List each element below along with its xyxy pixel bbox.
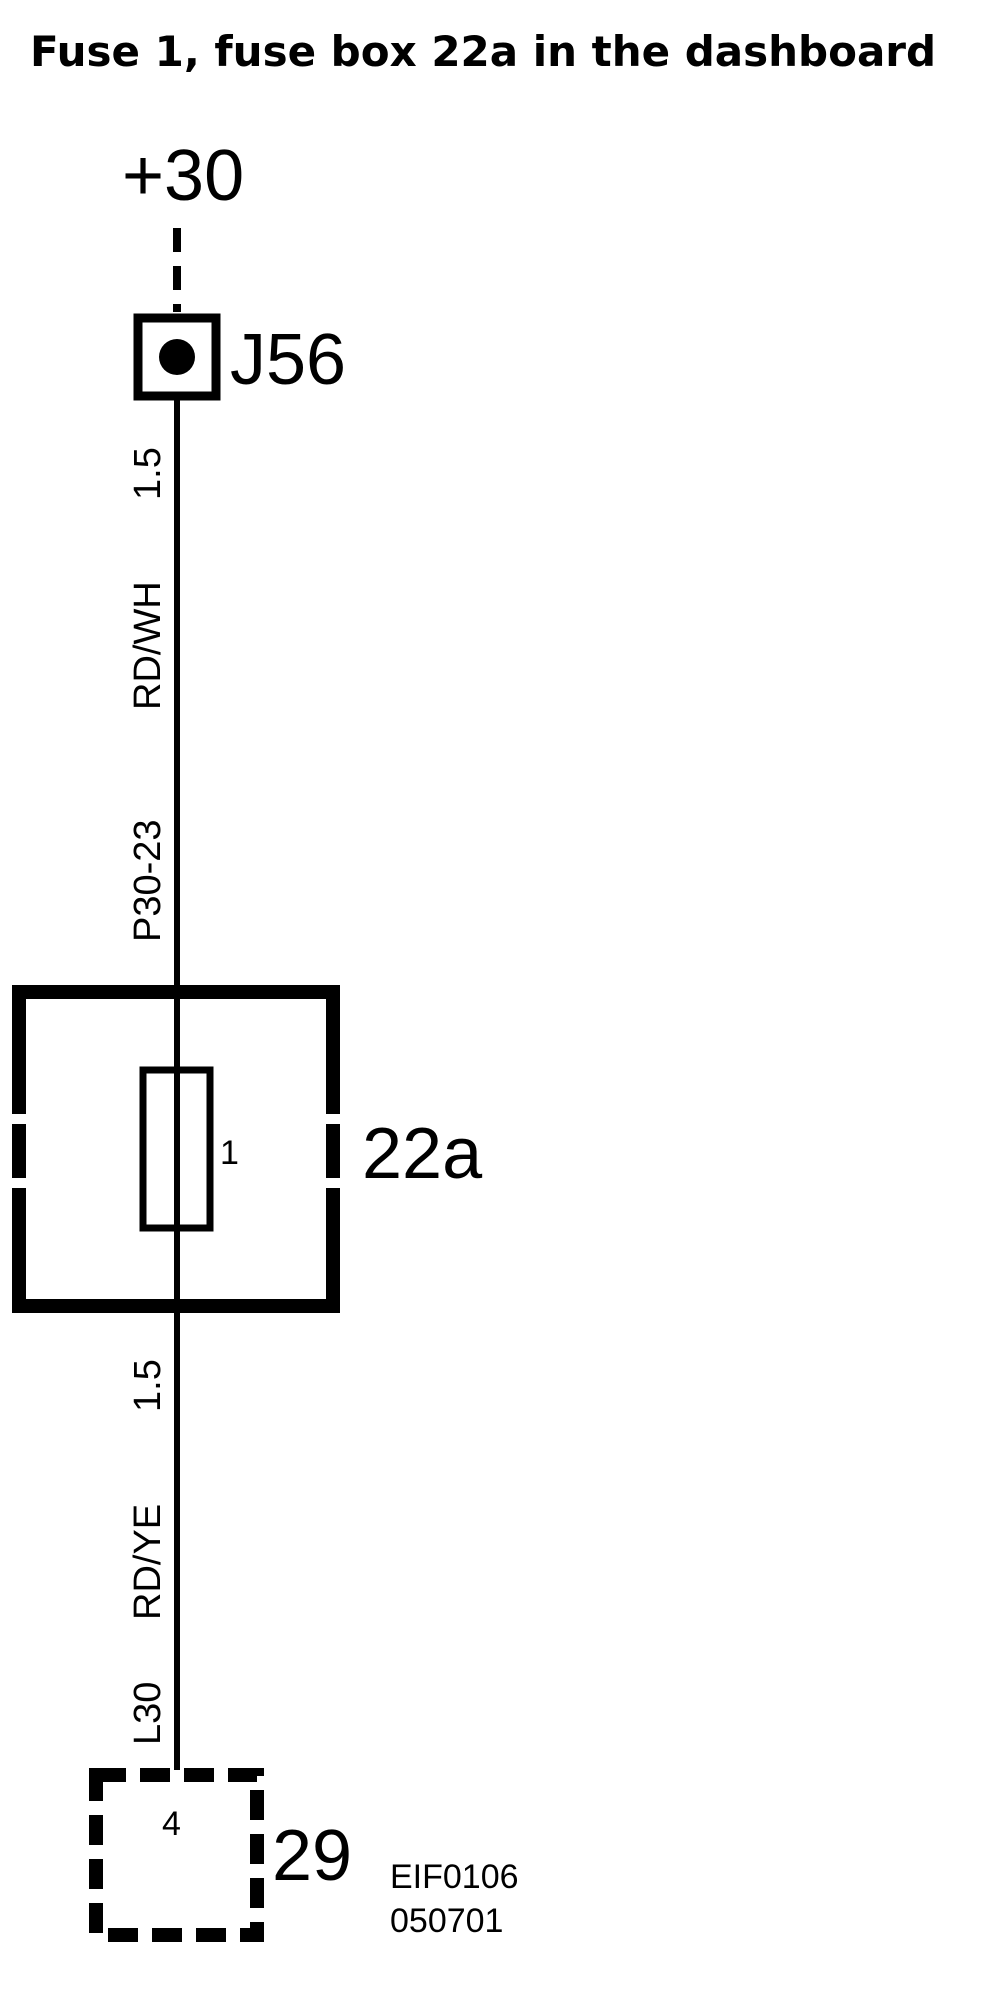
connector-j56-label: J56 xyxy=(230,320,346,400)
connector-j56-box xyxy=(133,313,221,401)
fuse-number: 1 xyxy=(220,1134,239,1172)
wire-top-code: P30-23 xyxy=(127,819,169,942)
wire-bottom-color: RD/YE xyxy=(127,1504,169,1620)
connector-29-box xyxy=(89,1768,264,1942)
wire-top-color: RD/WH xyxy=(127,581,169,710)
wire-top-size: 1.5 xyxy=(127,447,169,500)
wire-bottom-size: 1.5 xyxy=(127,1359,169,1412)
fuse-box-label: 22a xyxy=(362,1114,483,1194)
wire-bottom-code: L30 xyxy=(127,1682,169,1745)
connector-j56-dot xyxy=(159,339,195,375)
diagram-title: Fuse 1, fuse box 22a in the dashboard xyxy=(30,27,936,76)
connector-29-pin: 4 xyxy=(162,1805,181,1843)
supply-label: +30 xyxy=(122,136,244,216)
reference-line-2: 050701 xyxy=(390,1902,503,1940)
reference-line-1: EIF0106 xyxy=(390,1858,519,1896)
connector-29-label: 29 xyxy=(272,1816,352,1896)
